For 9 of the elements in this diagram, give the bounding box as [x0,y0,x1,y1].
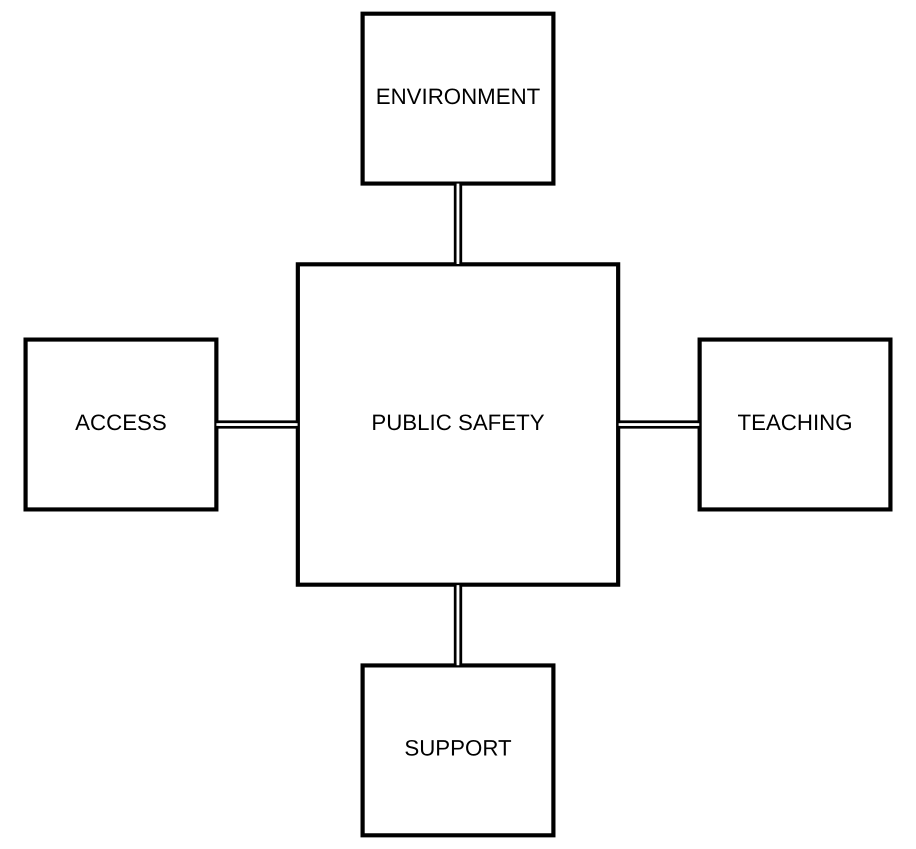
node-box: SUPPORT [360,663,556,838]
connector [216,420,298,429]
node-box: TEACHING [698,337,893,512]
connector [454,585,462,666]
node-box: ENVIRONMENT [360,12,556,186]
connector [618,420,700,429]
connector [454,184,462,264]
node-box: PUBLIC SAFETY [296,262,620,587]
node-box: ACCESS [23,337,218,512]
